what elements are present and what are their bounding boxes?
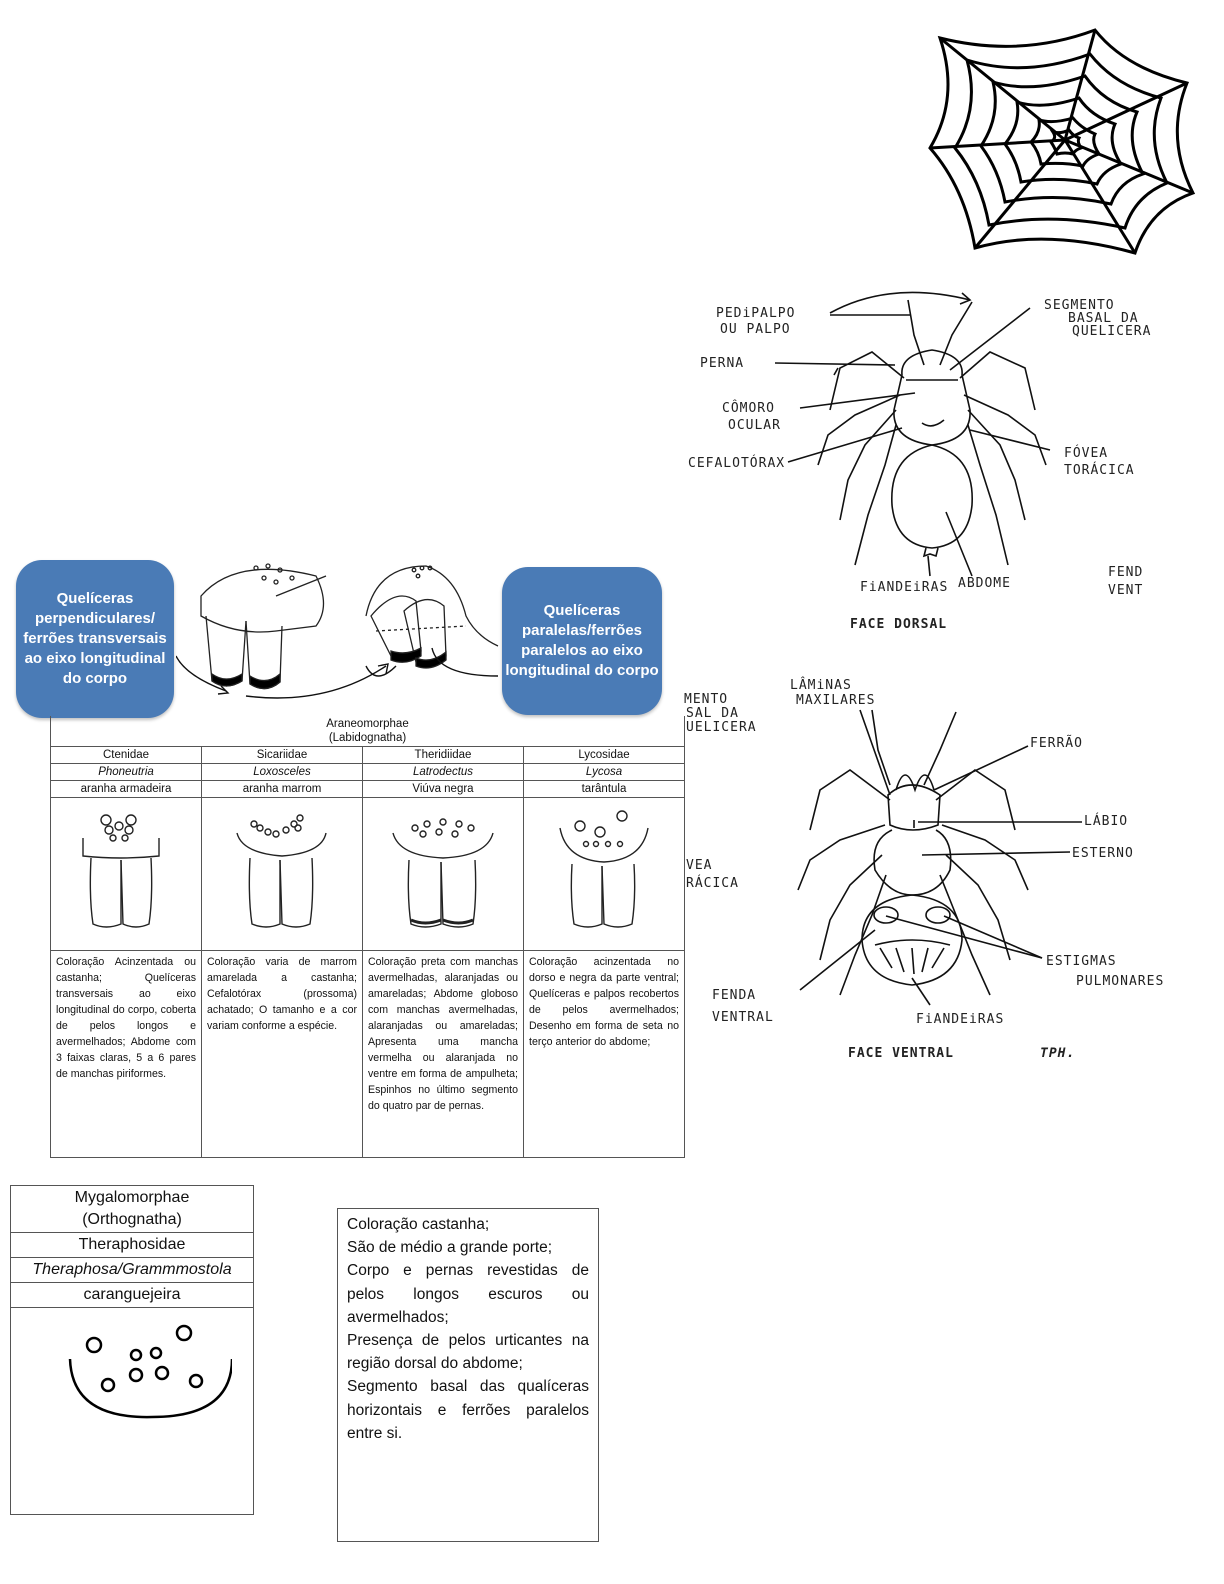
mygalo-title: Mygalomorphae (74, 1189, 190, 1206)
label-ferrao: FERRÃO (1030, 736, 1083, 751)
label-laminas: LÂMiNAS (790, 678, 852, 693)
ctenidae-eye-drawing (50, 797, 202, 951)
araneo-subtitle: (Labidognatha) (328, 732, 407, 744)
label-abdome: ABDOME (958, 576, 1011, 591)
label-quelicera: QUELICERA (1072, 324, 1152, 339)
label-esterno: ESTERNO (1072, 846, 1134, 861)
genus-cell: Phoneutria (50, 763, 202, 781)
label-maxilares: MAXILARES (796, 693, 876, 708)
callout-perpendicular-text: Quelíceras perpendiculares/ ferrões tran… (23, 590, 167, 687)
label-mento: MENTO (684, 692, 729, 707)
label-vea: VEA (686, 858, 713, 873)
mygalo-genus: Theraphosa/Grammmostola (10, 1257, 254, 1283)
chelicerae-drawings (176, 563, 499, 699)
lycosidae-eye-drawing (523, 797, 685, 951)
description-cell: Coloração varia de marrom amarelada a ca… (201, 950, 363, 1158)
mygalo-subtitle: (Orthognatha) (82, 1211, 182, 1228)
mygalo-common-name: caranguejeira (10, 1282, 254, 1308)
family-cell: Lycosidae (523, 746, 685, 764)
label-sal-da: SAL DA (686, 706, 739, 721)
callout-perpendicular: Quelíceras perpendiculares/ ferrões tran… (16, 560, 174, 718)
label-ou-palpo: OU PALPO (720, 322, 791, 337)
description-cell: Coloração preta com manchas avermelhadas… (362, 950, 524, 1158)
label-estigmas: ESTIGMAS (1046, 954, 1117, 969)
label-segmento: SEGMENTO (1044, 298, 1115, 313)
label-fiandeiras-dorsal: FiANDEiRAS (860, 580, 949, 595)
mygalo-desc-line: Segmento basal das qualíceras horizontai… (347, 1378, 589, 1442)
callout-parallel-text: Quelíceras paralelas/ferrões paralelos a… (505, 602, 659, 679)
signature: TPH. (1040, 1046, 1076, 1061)
araneomorphae-table: Araneomorphae (Labidognatha) Ctenidae Si… (50, 716, 685, 1158)
table-title-cell: Araneomorphae (Labidognatha) (50, 716, 685, 747)
genus-row: Phoneutria Loxosceles Latrodectus Lycosa (50, 763, 685, 781)
description-cell: Coloração acinzentada no dorso e negra d… (523, 950, 685, 1158)
label-ventral-word: VENTRAL (712, 1010, 774, 1025)
label-labio: LÁBIO (1084, 814, 1129, 829)
label-racica: RÁCICA (686, 876, 739, 891)
mygalomorphae-table: Mygalomorphae (Orthognatha) Theraphosida… (10, 1185, 254, 1515)
family-cell: Sicariidae (201, 746, 363, 764)
label-pulmonares: PULMONARES (1076, 974, 1165, 989)
caption-face-dorsal: FACE DORSAL (850, 617, 948, 632)
label-toracica: TORÁCICA (1064, 463, 1135, 478)
description-cell: Coloração Acinzentada ou castanha; Quelí… (50, 950, 202, 1158)
common-name-cell: aranha armadeira (50, 780, 202, 798)
label-fovea: FÓVEA (1064, 446, 1109, 461)
spider-ventral-drawing (797, 709, 1082, 1006)
mygalo-title-cell: Mygalomorphae (Orthognatha) (10, 1185, 254, 1233)
label-basal-da: BASAL DA (1068, 311, 1139, 326)
callout-parallel: Quelíceras paralelas/ferrões paralelos a… (502, 567, 662, 715)
mygalo-family: Theraphosidae (10, 1232, 254, 1258)
common-name-row: aranha armadeira aranha marrom Viúva neg… (50, 780, 685, 798)
label-comoro: CÔMORO (722, 401, 775, 416)
caption-face-ventral: FACE VENTRAL (848, 1046, 954, 1061)
family-cell: Ctenidae (50, 746, 202, 764)
spider-dorsal-drawing (774, 291, 1051, 577)
mygalo-desc-line: Corpo e pernas revestidas de pelos longo… (347, 1262, 589, 1326)
mygalo-desc-line: Coloração castanha; (347, 1216, 490, 1233)
mygalo-desc-line: São de médio a grande porte; (347, 1239, 553, 1257)
label-pedipalpo: PEDiPALPO (716, 306, 796, 321)
common-name-cell: aranha marrom (201, 780, 363, 798)
label-fiandeiras-ventral: FiANDEiRAS (916, 1012, 1005, 1027)
description-row: Coloração Acinzentada ou castanha; Quelí… (50, 950, 685, 1158)
label-perna: PERNA (700, 356, 745, 371)
common-name-cell: Viúva negra (362, 780, 524, 798)
family-row: Ctenidae Sicariidae Theridiidae Lycosida… (50, 746, 685, 764)
genus-cell: Loxosceles (201, 763, 363, 781)
spider-web-icon (928, 28, 1196, 255)
sicariidae-eye-drawing (201, 797, 363, 951)
genus-cell: Lycosa (523, 763, 685, 781)
common-name-cell: tarântula (523, 780, 685, 798)
mygalo-eye-drawing (10, 1307, 254, 1515)
araneo-title: Araneomorphae (326, 718, 409, 730)
label-fend: FEND (1108, 565, 1144, 580)
drawing-row (50, 797, 685, 951)
label-fenda: FENDA (712, 988, 757, 1003)
mygalo-desc-line: Presença de pelos urticantes na região d… (347, 1332, 589, 1373)
family-cell: Theridiidae (362, 746, 524, 764)
genus-cell: Latrodectus (362, 763, 524, 781)
mygalo-description-box: Coloração castanha; São de médio a grand… (337, 1208, 599, 1542)
label-cefalotorax: CEFALOTÓRAX (688, 456, 786, 471)
theridiidae-eye-drawing (362, 797, 524, 951)
label-ocular: OCULAR (728, 418, 781, 433)
label-vent: VENT (1108, 583, 1144, 598)
label-quelicera-cut: UELICERA (686, 720, 757, 735)
